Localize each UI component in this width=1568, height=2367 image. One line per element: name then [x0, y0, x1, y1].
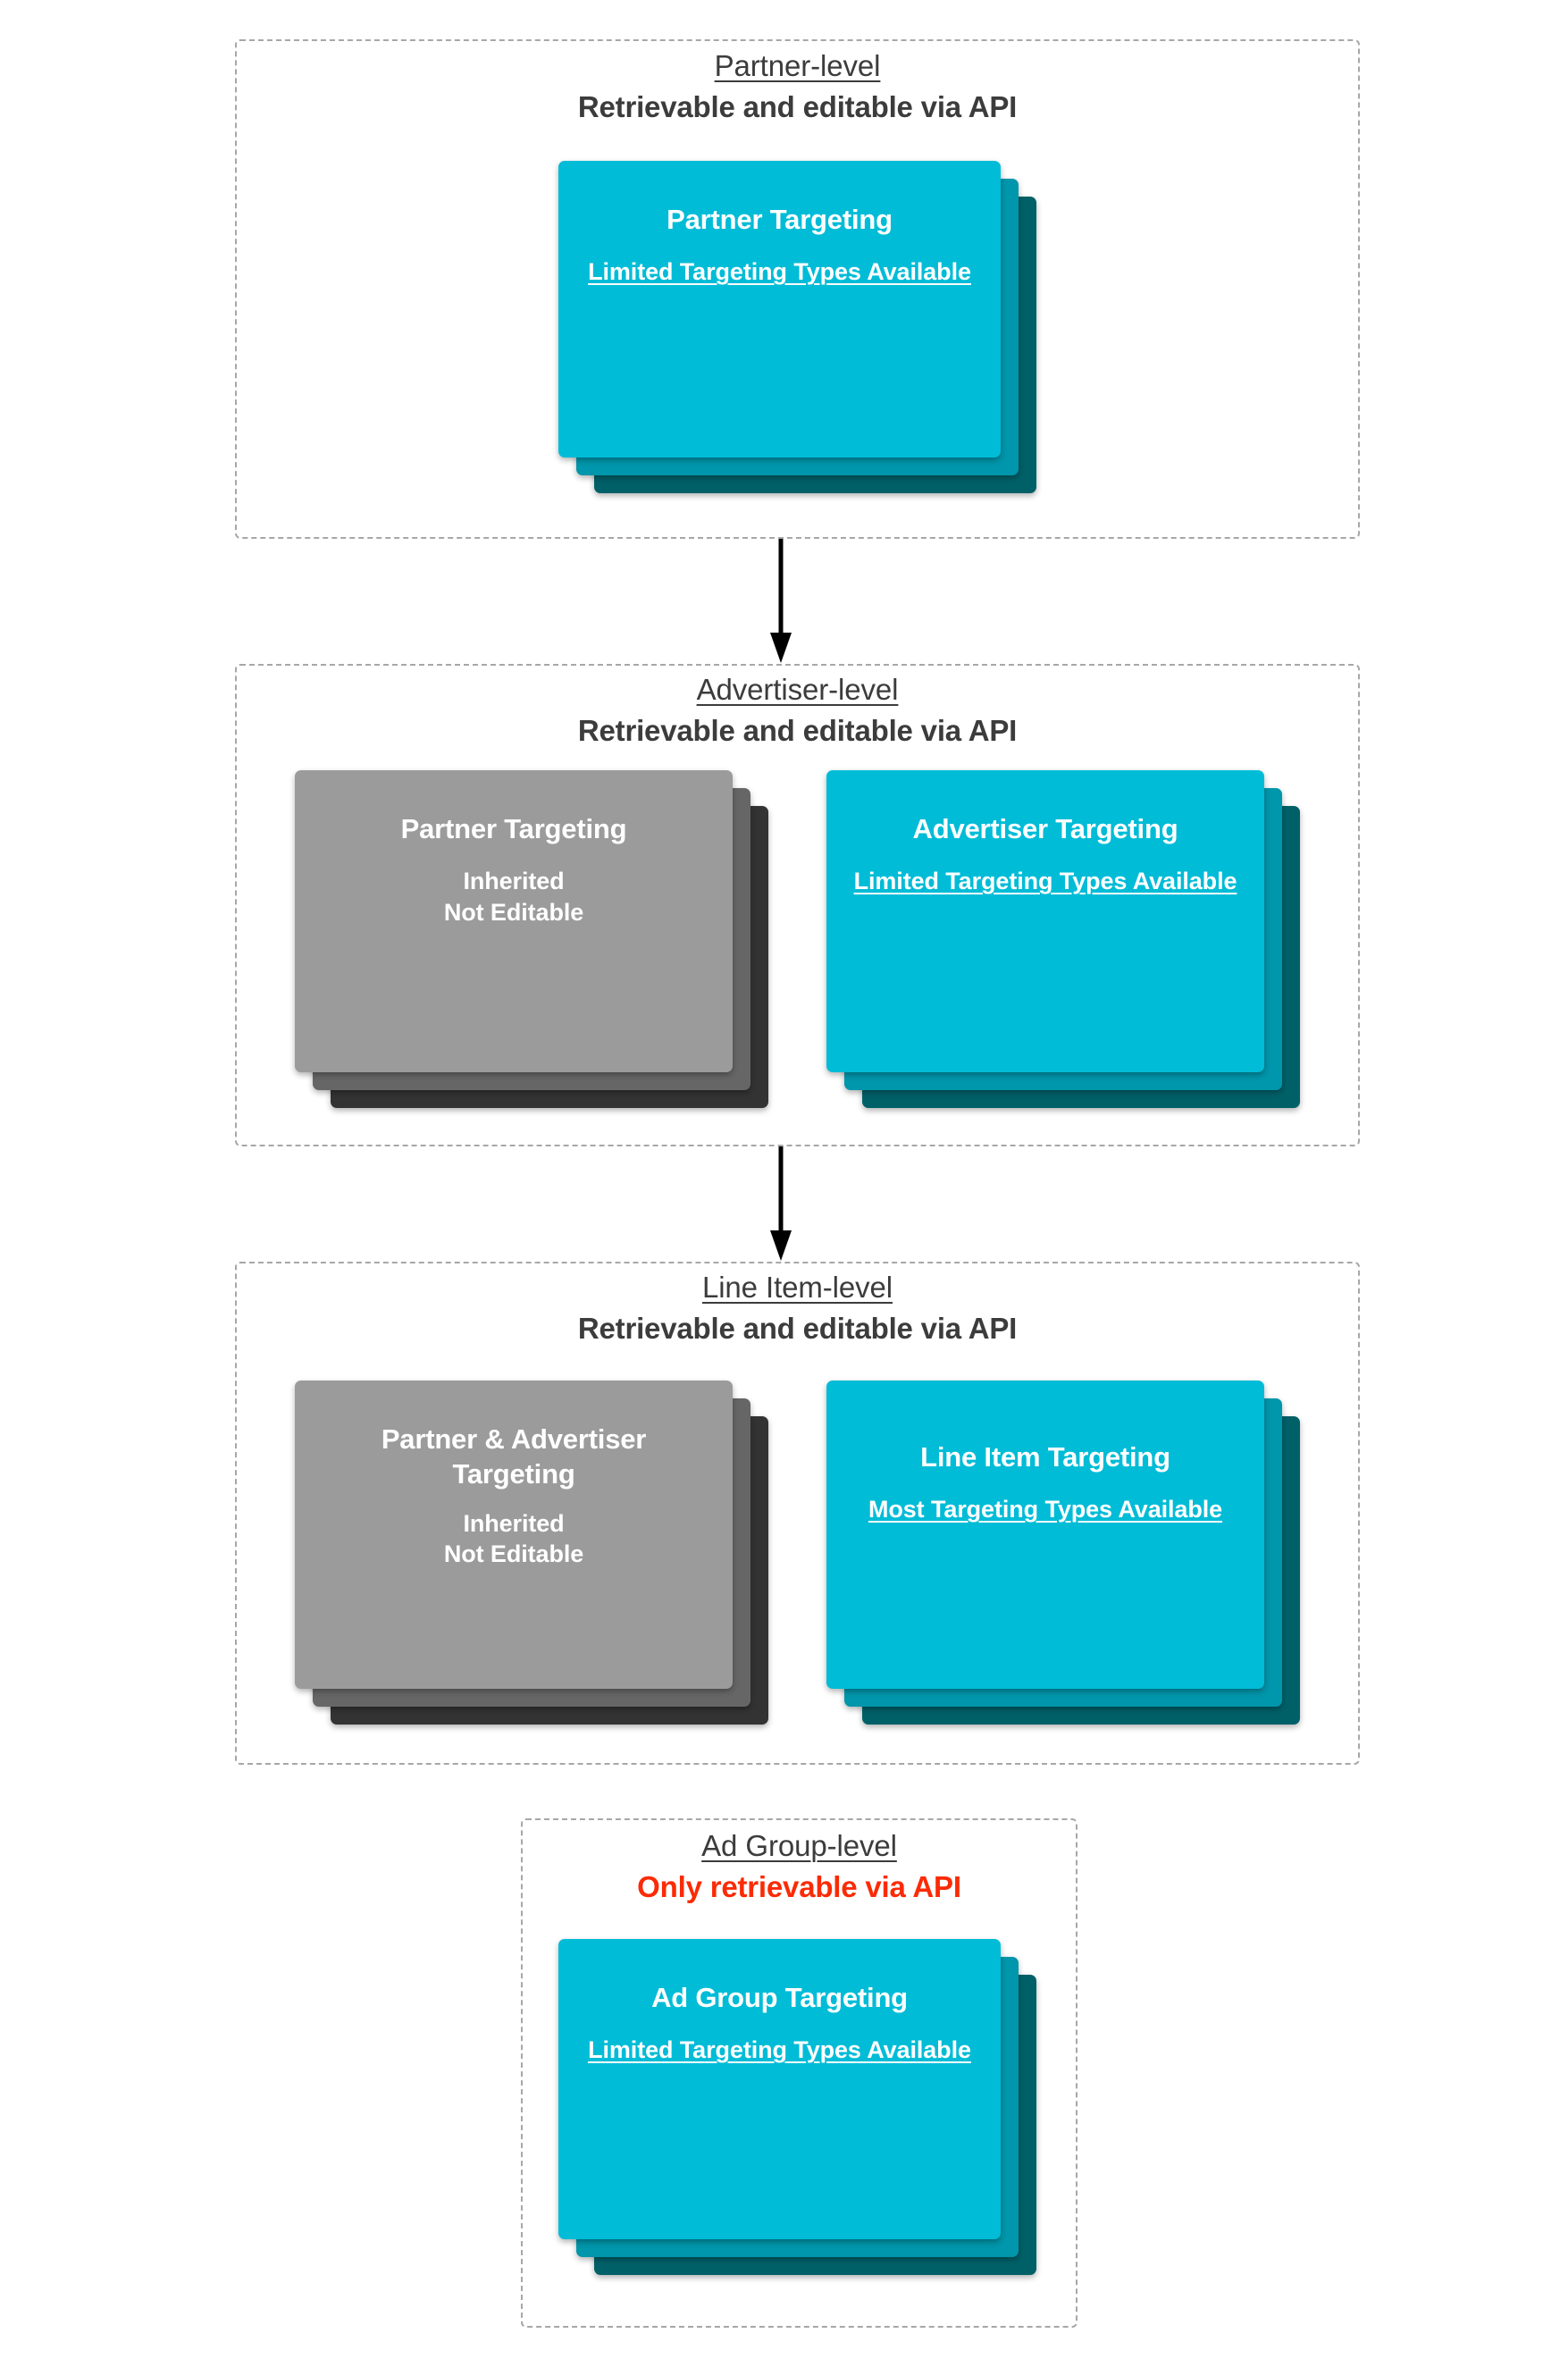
- card-subtitle: Limited Targeting Types Available: [853, 868, 1237, 895]
- level-api-note-partner: Retrievable and editable via API: [577, 89, 1018, 123]
- card-title: Line Item Targeting: [920, 1441, 1170, 1473]
- card-layer-front: Partner & Advertiser Targeting Inherited…: [295, 1381, 733, 1689]
- card-title: Partner & Advertiser Targeting: [381, 1423, 647, 1490]
- level-heading-ad-group: Ad Group-level Only retrievable via API: [521, 1828, 1077, 1907]
- card-body: Ad Group Targeting Limited Targeting Typ…: [558, 1939, 1001, 2239]
- level-name-ad-group: Ad Group-level: [701, 1829, 897, 1862]
- level-heading-advertiser: Advertiser-level Retrievable and editabl…: [235, 672, 1360, 751]
- card-subtitle: Inherited Not Editable: [443, 868, 584, 926]
- level-box-partner: [235, 39, 1360, 539]
- card-subtitle: Limited Targeting Types Available: [588, 258, 971, 286]
- card-layer-front: Line Item Targeting Most Targeting Types…: [826, 1381, 1264, 1689]
- card-stack-line-item-targeting[interactable]: Line Item Targeting Most Targeting Types…: [826, 1381, 1300, 1725]
- card-title: Partner Targeting: [400, 813, 627, 844]
- card-stack-ad-group-targeting[interactable]: Ad Group Targeting Limited Targeting Typ…: [558, 1939, 1036, 2275]
- level-heading-line-item: Line Item-level Retrievable and editable…: [235, 1270, 1360, 1348]
- card-body: Partner & Advertiser Targeting Inherited…: [295, 1381, 733, 1689]
- card-title: Advertiser Targeting: [912, 813, 1178, 844]
- card-layer-front: Ad Group Targeting Limited Targeting Typ…: [558, 1939, 1001, 2239]
- card-subtitle: Inherited Not Editable: [443, 1509, 584, 1568]
- level-box-advertiser: [235, 664, 1360, 1146]
- card-title: Ad Group Targeting: [651, 1982, 908, 2013]
- card-stack-inherited-partner-targeting[interactable]: Partner Targeting Inherited Not Editable: [295, 770, 768, 1108]
- connector-arrow-partner-to-advertiser: [770, 539, 792, 664]
- card-body: Advertiser Targeting Limited Targeting T…: [826, 770, 1264, 1072]
- level-api-note-line-item: Retrievable and editable via API: [577, 1311, 1018, 1345]
- level-name-partner: Partner-level: [714, 49, 881, 82]
- level-api-note-advertiser: Retrievable and editable via API: [577, 713, 1018, 747]
- card-body: Partner Targeting Limited Targeting Type…: [558, 161, 1001, 457]
- card-body: Partner Targeting Inherited Not Editable: [295, 770, 733, 1072]
- level-heading-partner: Partner-level Retrievable and editable v…: [235, 48, 1360, 127]
- card-body: Line Item Targeting Most Targeting Types…: [826, 1381, 1264, 1689]
- level-name-line-item: Line Item-level: [701, 1271, 893, 1304]
- card-layer-front: Advertiser Targeting Limited Targeting T…: [826, 770, 1264, 1072]
- level-name-advertiser: Advertiser-level: [696, 673, 899, 706]
- card-title: Partner Targeting: [667, 204, 893, 235]
- card-stack-advertiser-targeting[interactable]: Advertiser Targeting Limited Targeting T…: [826, 770, 1300, 1108]
- card-layer-front: Partner Targeting Limited Targeting Type…: [558, 161, 1001, 457]
- card-subtitle: Limited Targeting Types Available: [588, 2036, 971, 2064]
- connector-arrow-advertiser-to-line-item: [770, 1146, 792, 1262]
- level-api-note-ad-group: Only retrievable via API: [637, 1869, 961, 1903]
- card-stack-inherited-partner-advertiser-targeting[interactable]: Partner & Advertiser Targeting Inherited…: [295, 1381, 768, 1725]
- card-subtitle: Most Targeting Types Available: [868, 1496, 1223, 1523]
- card-stack-partner-targeting[interactable]: Partner Targeting Limited Targeting Type…: [558, 161, 1036, 493]
- level-box-ad-group: [521, 1818, 1077, 2328]
- level-box-line-item: [235, 1262, 1360, 1765]
- card-layer-front: Partner Targeting Inherited Not Editable: [295, 770, 733, 1072]
